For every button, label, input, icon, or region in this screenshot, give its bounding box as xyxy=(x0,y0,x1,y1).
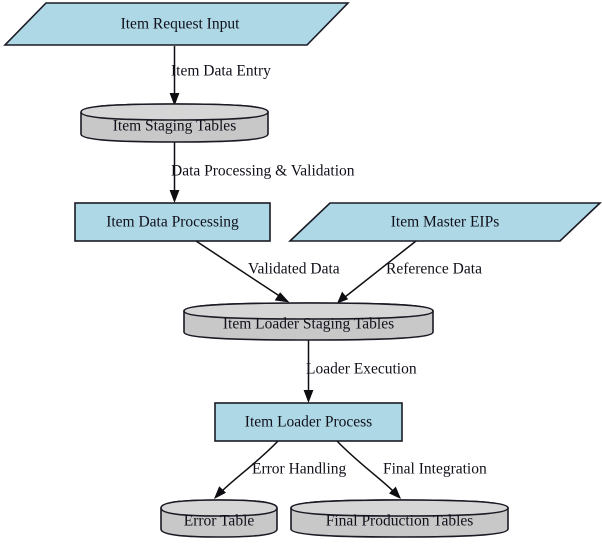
cylinder-top-rim xyxy=(183,302,434,320)
arrow-head-icon xyxy=(274,292,290,303)
edge-line-reference-data xyxy=(344,240,417,298)
cylinder-top-rim xyxy=(290,499,509,517)
arrow-head-icon xyxy=(389,486,401,499)
edge-line-error-handling xyxy=(220,440,279,493)
node-item-request-input[interactable]: Item Request Input xyxy=(3,2,350,46)
edge-validated-data: Validated Data xyxy=(195,240,340,303)
edge-line-final-integration xyxy=(336,440,395,493)
node-item-loader-staging-tables[interactable]: Item Loader Staging Tables xyxy=(183,302,434,341)
node-label-item-request-input: Item Request Input xyxy=(121,16,241,33)
cylinder-top-rim xyxy=(80,103,269,121)
node-item-data-processing[interactable]: Item Data Processing xyxy=(74,202,271,242)
arrow-head-icon xyxy=(214,486,226,499)
node-label-item-master-eips: Item Master EIPs xyxy=(391,214,499,231)
arrow-head-icon xyxy=(337,291,349,304)
edge-label-item-data-entry: Item Data Entry xyxy=(171,63,271,80)
parallelogram-shape xyxy=(287,202,602,242)
edge-label-validated-data: Validated Data xyxy=(248,261,340,278)
node-label-item-data-processing: Item Data Processing xyxy=(106,214,239,231)
rectangle-shape xyxy=(214,402,403,442)
edge-label-error-handling: Error Handling xyxy=(252,461,347,478)
node-item-master-eips[interactable]: Item Master EIPs xyxy=(287,202,602,242)
arrow-head-icon xyxy=(169,190,180,203)
edge-item-data-entry: Item Data Entry xyxy=(169,46,271,106)
edge-label-data-processing-validation: Data Processing & Validation xyxy=(171,163,355,180)
node-label-final-production-tables: Final Production Tables xyxy=(326,513,474,530)
arrow-head-icon xyxy=(169,93,180,106)
edge-label-loader-execution: Loader Execution xyxy=(306,361,417,378)
arrow-head-icon xyxy=(303,390,314,403)
node-error-table[interactable]: Error Table xyxy=(160,499,278,538)
node-label-item-staging-tables: Item Staging Tables xyxy=(113,118,236,135)
edge-label-final-integration: Final Integration xyxy=(383,461,487,478)
parallelogram-shape xyxy=(3,2,350,46)
edge-label-reference-data: Reference Data xyxy=(386,261,482,278)
edge-final-integration: Final Integration xyxy=(336,440,487,499)
edge-line-validated-data xyxy=(195,240,282,298)
edge-reference-data: Reference Data xyxy=(337,240,482,304)
cylinder-top-rim xyxy=(160,499,278,517)
node-item-staging-tables[interactable]: Item Staging Tables xyxy=(80,103,269,143)
node-label-item-loader-process: Item Loader Process xyxy=(245,414,372,431)
edge-error-handling: Error Handling xyxy=(214,440,347,499)
node-label-error-table: Error Table xyxy=(184,513,255,530)
edge-loader-execution: Loader Execution xyxy=(303,340,417,403)
edge-data-processing-validation: Data Processing & Validation xyxy=(169,142,355,203)
rectangle-shape xyxy=(74,202,271,242)
node-final-production-tables[interactable]: Final Production Tables xyxy=(290,499,509,538)
node-item-loader-process[interactable]: Item Loader Process xyxy=(214,402,403,442)
node-label-item-loader-staging-tables: Item Loader Staging Tables xyxy=(223,316,394,333)
